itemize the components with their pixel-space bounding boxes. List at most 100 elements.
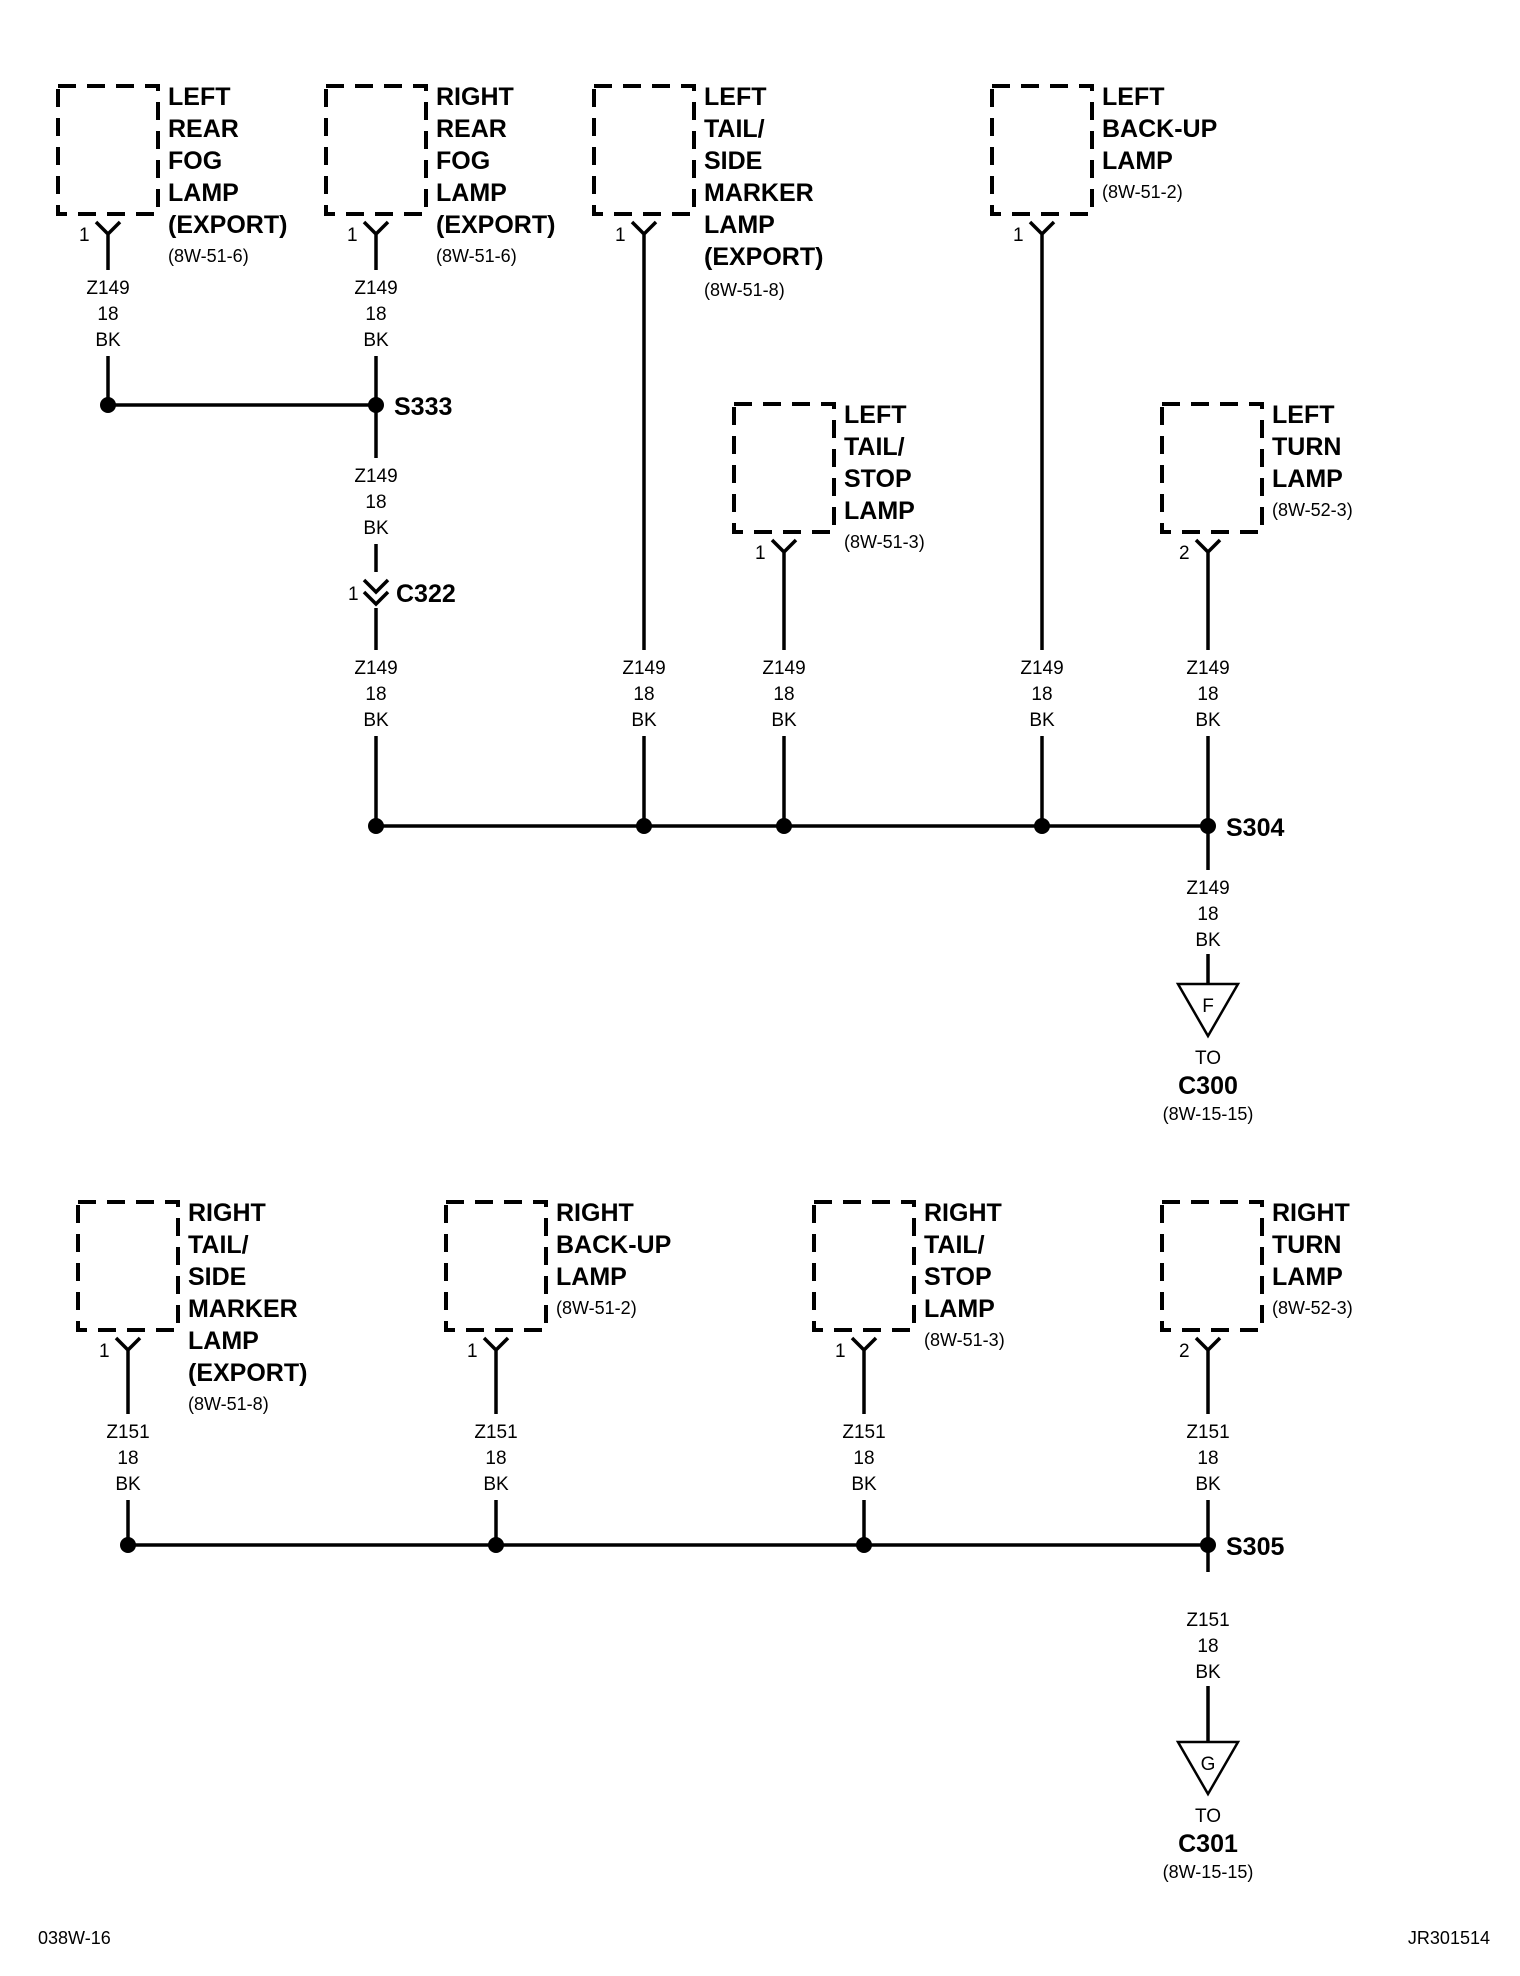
svg-text:(EXPORT): (EXPORT) (704, 243, 823, 271)
svg-text:BK: BK (1195, 930, 1221, 951)
svg-text:Z149: Z149 (86, 278, 129, 299)
svg-text:BACK-UP: BACK-UP (1102, 115, 1217, 143)
svg-text:Z151: Z151 (1186, 1422, 1229, 1443)
svg-text:BK: BK (1195, 710, 1221, 731)
svg-text:BK: BK (631, 710, 657, 731)
junction-dot (368, 397, 384, 413)
svg-text:RIGHT: RIGHT (188, 1199, 266, 1227)
pin-number: 2 (1179, 1341, 1190, 1362)
svg-text:BK: BK (115, 1474, 141, 1495)
svg-text:LAMP: LAMP (1272, 465, 1343, 493)
pin-number: 2 (1179, 543, 1190, 564)
component-box-left-tail-stop-lamp (732, 402, 836, 534)
junction-dot (120, 1537, 136, 1553)
component-ref-right-tail-side-marker-lamp: (8W-51-8) (188, 1394, 269, 1414)
svg-text:18: 18 (1031, 684, 1052, 705)
pin-number: 1 (467, 1341, 478, 1362)
terminal-name: C301 (1178, 1830, 1238, 1858)
svg-text:LAMP: LAMP (188, 1327, 259, 1355)
svg-text:18: 18 (97, 304, 118, 325)
svg-text:LEFT: LEFT (844, 401, 907, 429)
component-label-left-rear-fog-lamp: LEFT REAR FOG LAMP (EXPORT) (168, 83, 287, 239)
component-ref-right-tail-stop-lamp: (8W-51-3) (924, 1330, 1005, 1350)
component-box-left-turn-lamp (1160, 402, 1264, 534)
splice-label-s304: S304 (1226, 814, 1284, 842)
wire-label-group: Z149 18 BK (622, 658, 665, 731)
junction-dot (1200, 1537, 1216, 1553)
svg-text:LAMP: LAMP (168, 179, 239, 207)
svg-text:Z151: Z151 (474, 1422, 517, 1443)
pin-number: 1 (835, 1341, 846, 1362)
component-box-right-rear-fog-lamp (324, 84, 428, 216)
svg-text:STOP: STOP (924, 1263, 992, 1291)
wire-label-group: Z149 18 BK (86, 278, 129, 351)
svg-text:Z149: Z149 (354, 466, 397, 487)
pin-number: 1 (99, 1341, 110, 1362)
wire-label-group: Z151 18 BK (1186, 1422, 1229, 1495)
svg-text:Z149: Z149 (762, 658, 805, 679)
svg-text:TAIL/: TAIL/ (844, 433, 905, 461)
svg-text:BK: BK (483, 1474, 509, 1495)
pin-number: 1 (1013, 225, 1024, 246)
component-box-left-back-up-lamp (990, 84, 1094, 216)
svg-text:18: 18 (365, 684, 386, 705)
component-box-right-turn-lamp (1160, 1200, 1264, 1332)
component-ref-left-tail-stop-lamp: (8W-51-3) (844, 532, 925, 552)
component-label-right-rear-fog-lamp: RIGHT REAR FOG LAMP (EXPORT) (436, 83, 555, 239)
component-label-left-turn-lamp: LEFT TURN LAMP (1272, 401, 1343, 493)
svg-text:TAIL/: TAIL/ (924, 1231, 985, 1259)
wire-label-group: Z149 18 BK (354, 278, 397, 351)
svg-text:BK: BK (851, 1474, 877, 1495)
pin-number: 1 (347, 225, 358, 246)
component-ref-right-back-up-lamp: (8W-51-2) (556, 1298, 637, 1318)
svg-text:Z151: Z151 (106, 1422, 149, 1443)
svg-text:Z149: Z149 (1020, 658, 1063, 679)
terminal-triangle-icon (1175, 1740, 1241, 1797)
inline-connector-name: C322 (396, 580, 456, 608)
svg-text:18: 18 (365, 304, 386, 325)
terminal-letter: G (1201, 1754, 1216, 1775)
svg-text:18: 18 (117, 1448, 138, 1469)
svg-text:STOP: STOP (844, 465, 912, 493)
svg-text:BACK-UP: BACK-UP (556, 1231, 671, 1259)
svg-text:(EXPORT): (EXPORT) (436, 211, 555, 239)
svg-text:LEFT: LEFT (1272, 401, 1335, 429)
inline-connector-c322-icon (362, 578, 390, 607)
component-ref-left-rear-fog-lamp: (8W-51-6) (168, 246, 249, 266)
svg-text:(EXPORT): (EXPORT) (188, 1359, 307, 1387)
pin-number: 1 (755, 543, 766, 564)
svg-text:Z149: Z149 (354, 658, 397, 679)
wire-label-group: Z149 18 BK (762, 658, 805, 731)
svg-text:REAR: REAR (168, 115, 239, 143)
component-label-right-tail-side-marker-lamp: RIGHT TAIL/ SIDE MARKER LAMP (EXPORT) (188, 1199, 307, 1387)
svg-text:LAMP: LAMP (924, 1295, 995, 1323)
component-label-right-tail-stop-lamp: RIGHT TAIL/ STOP LAMP (924, 1199, 1002, 1323)
wire-label-group: Z151 18 BK (474, 1422, 517, 1495)
svg-text:TAIL/: TAIL/ (188, 1231, 249, 1259)
svg-text:LAMP: LAMP (1272, 1263, 1343, 1291)
component-label-left-back-up-lamp: LEFT BACK-UP LAMP (1102, 83, 1217, 175)
wire-label-group: Z151 18 BK (1186, 1610, 1229, 1683)
wire-label-group: Z151 18 BK (106, 1422, 149, 1495)
component-box-right-back-up-lamp (444, 1200, 548, 1332)
wire-label-group: Z149 18 BK (1186, 878, 1229, 951)
component-box-right-tail-side-marker-lamp (76, 1200, 180, 1332)
component-ref-left-back-up-lamp: (8W-51-2) (1102, 182, 1183, 202)
pin-numbers: 1 1 1 1 1 2 1 1 1 2 (79, 225, 1190, 1362)
component-ref-right-rear-fog-lamp: (8W-51-6) (436, 246, 517, 266)
junction-dot (1200, 818, 1216, 834)
svg-text:LAMP: LAMP (556, 1263, 627, 1291)
wires-z149 (106, 248, 1210, 984)
svg-text:BK: BK (363, 330, 389, 351)
junction-dot (488, 1537, 504, 1553)
component-box-left-rear-fog-lamp (56, 84, 160, 216)
svg-text:BK: BK (1195, 1662, 1221, 1683)
svg-text:18: 18 (485, 1448, 506, 1469)
component-ref-left-turn-lamp: (8W-52-3) (1272, 500, 1353, 520)
component-label-right-turn-lamp: RIGHT TURN LAMP (1272, 1199, 1350, 1291)
svg-text:BK: BK (771, 710, 797, 731)
component-label-right-back-up-lamp: RIGHT BACK-UP LAMP (556, 1199, 671, 1291)
svg-text:18: 18 (853, 1448, 874, 1469)
wires-z151 (126, 1364, 1210, 1742)
inline-connector-pin: 1 (348, 584, 359, 605)
